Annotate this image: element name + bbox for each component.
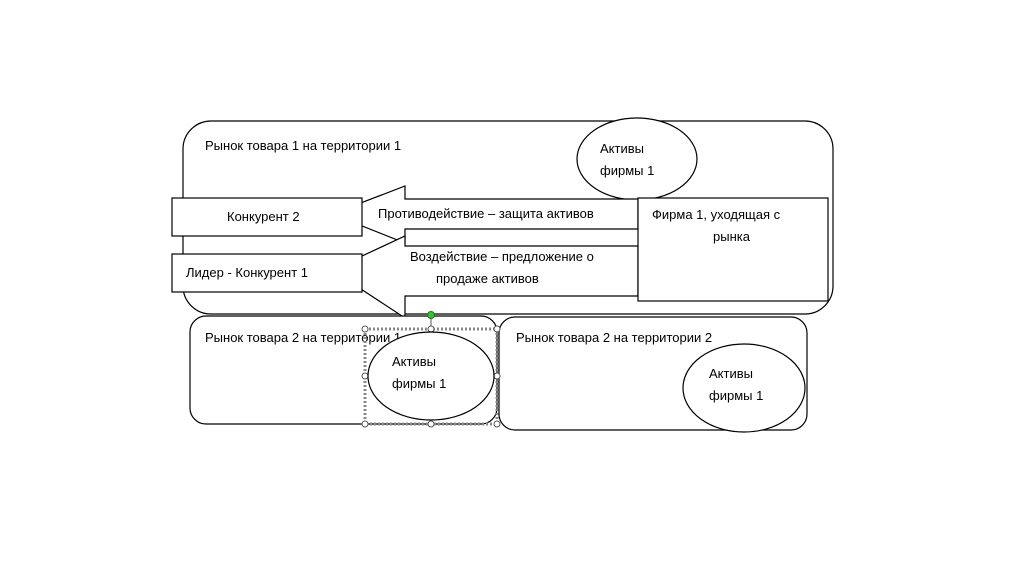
assets-right-ellipse (682, 343, 806, 433)
resize-handle-bl[interactable] (361, 420, 369, 428)
rotate-handle[interactable] (427, 311, 435, 319)
assets-top-ellipse (576, 117, 698, 201)
resize-handle-tl[interactable] (361, 325, 369, 333)
assets-right-line2: фирмы 1 (709, 388, 763, 403)
resize-handle-ml[interactable] (361, 372, 369, 380)
resize-handle-tr[interactable] (493, 325, 501, 333)
firm1-box (637, 197, 829, 302)
competitor2-box (171, 197, 363, 237)
assets-right-line1: Активы (709, 366, 753, 381)
market2-right-label: Рынок товара 2 на территории 2 (516, 330, 712, 345)
assets-left-line2: фирмы 1 (392, 376, 446, 391)
assets-left-ellipse[interactable] (367, 331, 495, 421)
arrow-offer-line2: продаже активов (436, 271, 539, 286)
arrow-defense-label: Противодействие – защита активов (378, 206, 594, 221)
arrow-defense (330, 185, 639, 244)
resize-handle-tm[interactable] (427, 325, 435, 333)
competitor2-label: Конкурент 2 (227, 209, 300, 224)
resize-handle-mr[interactable] (493, 372, 501, 380)
resize-handle-bm[interactable] (427, 420, 435, 428)
market2-left-label: Рынок товара 2 на территории 1 (205, 330, 401, 345)
arrow-offer-line1: Воздействие – предложение о (410, 249, 594, 264)
arrow-offer (330, 235, 639, 320)
assets-top-line1: Активы (600, 141, 644, 156)
resize-handle-br[interactable] (493, 420, 501, 428)
assets-left-line1: Активы (392, 354, 436, 369)
firm1-line2: рынка (713, 229, 751, 244)
leader-box (171, 253, 363, 293)
selection-frame[interactable] (361, 311, 501, 428)
leader-label: Лидер - Конкурент 1 (186, 265, 308, 280)
firm1-line1: Фирма 1, уходящая с (652, 207, 781, 222)
market1-label: Рынок товара 1 на территории 1 (205, 138, 401, 153)
assets-top-line2: фирмы 1 (600, 163, 654, 178)
